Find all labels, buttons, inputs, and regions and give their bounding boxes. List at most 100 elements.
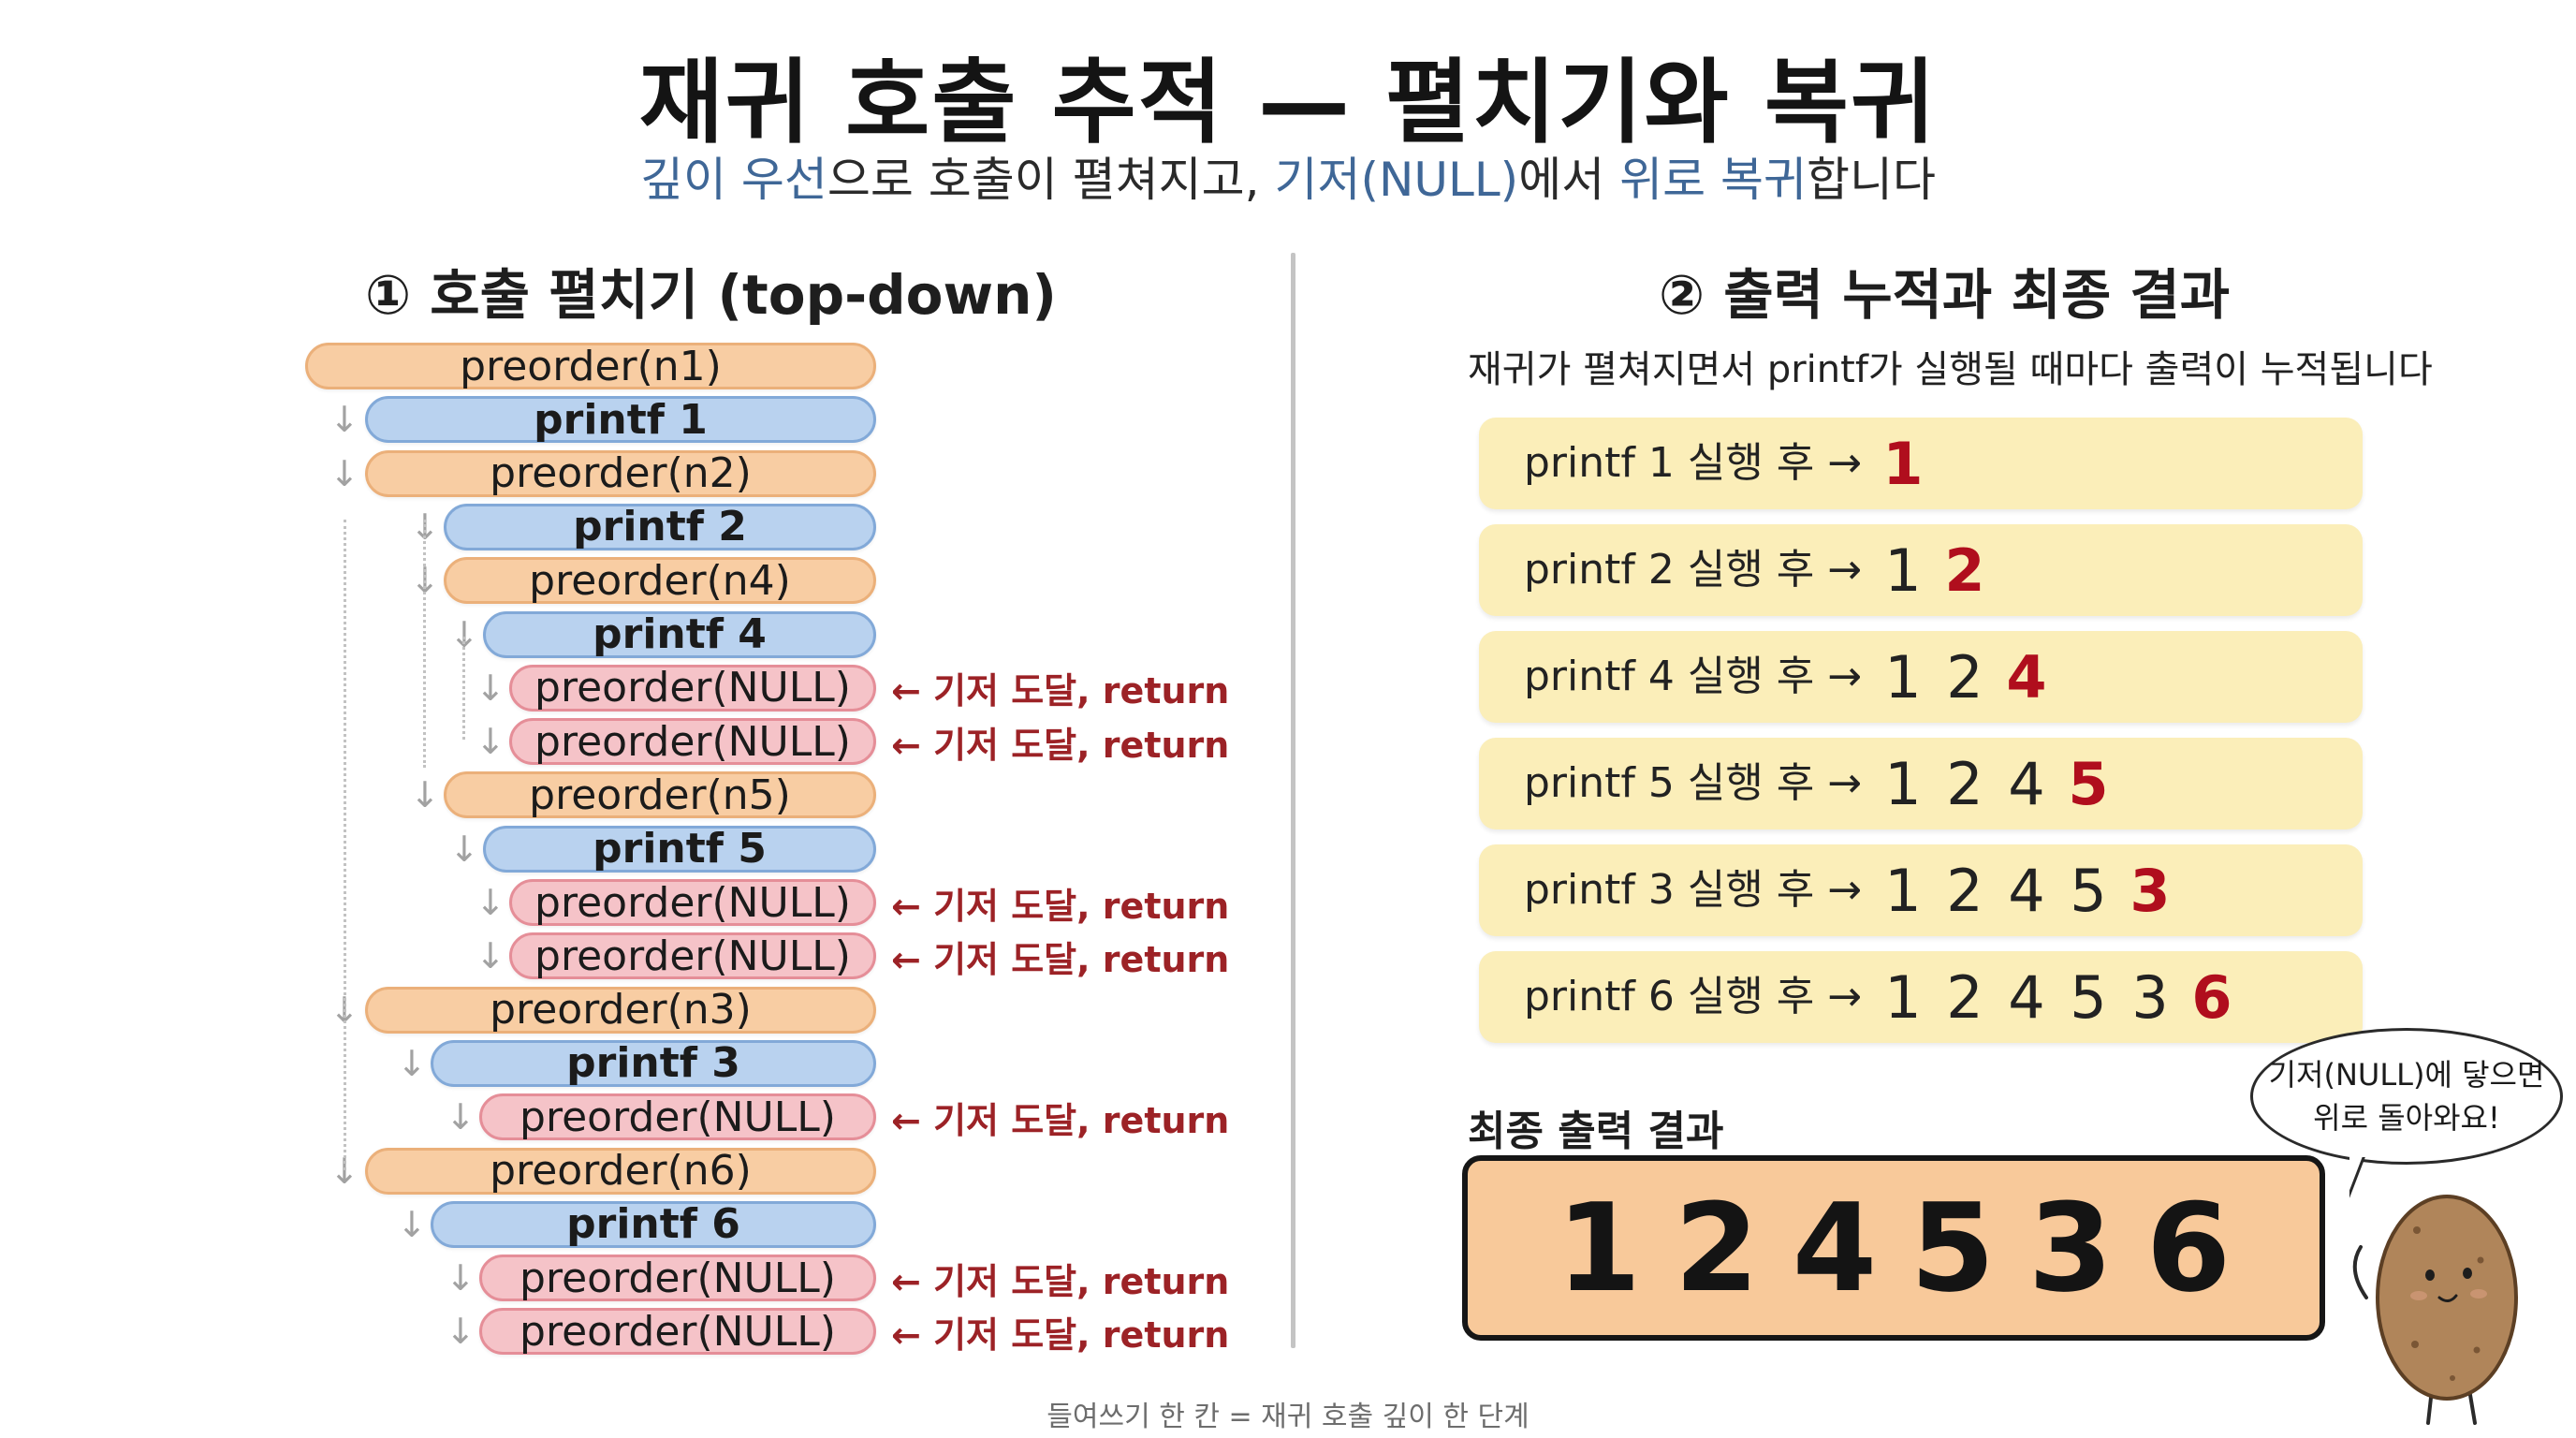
call-node-print: printf 2: [444, 503, 876, 550]
depth-guide-line: [344, 520, 346, 1170]
potato-mascot-icon: [2349, 1157, 2518, 1425]
output-digit: 1: [1884, 749, 1922, 818]
down-arrow-icon: ↓: [449, 828, 479, 870]
base-case-note: ← 기저 도달, return: [891, 670, 1230, 712]
call-node-call: preorder(n4): [444, 557, 876, 605]
depth-guide-line: [462, 637, 465, 740]
output-digit: 1: [1884, 856, 1922, 925]
output-step-row: printf 1 실행 후 → 1: [1479, 418, 2363, 509]
down-arrow-icon: ↓: [476, 935, 505, 977]
speech-bubble-line-1: 기저(NULL)에 닿으면: [2268, 1057, 2545, 1093]
section-title-call-tree: ① 호출 펼치기 (top-down): [365, 263, 1057, 327]
down-arrow-icon: ↓: [329, 452, 359, 494]
call-node-print: printf 3: [431, 1039, 876, 1087]
call-node-call: preorder(n3): [365, 986, 876, 1034]
call-node-base: preorder(NULL): [479, 1308, 876, 1356]
down-arrow-icon: ↓: [476, 667, 505, 709]
output-digit: 2: [1946, 962, 1983, 1032]
base-case-note: ← 기저 도달, return: [891, 1260, 1230, 1302]
output-step-label: printf 1 실행 후 →: [1524, 439, 1863, 487]
final-output-label: 최종 출력 결과: [1468, 1108, 1724, 1155]
speech-bubble: 기저(NULL)에 닿으면 위로 돌아와요!: [2250, 1028, 2563, 1165]
output-digit: 5: [2070, 962, 2107, 1032]
down-arrow-icon: ↓: [329, 399, 359, 441]
output-digit: 1: [1884, 962, 1922, 1032]
output-step-label: printf 3 실행 후 →: [1524, 866, 1863, 914]
down-arrow-icon: ↓: [446, 1096, 476, 1138]
call-node-base: preorder(NULL): [509, 664, 876, 712]
base-case-note: ← 기저 도달, return: [891, 724, 1230, 766]
output-step-label: printf 6 실행 후 →: [1524, 973, 1863, 1020]
down-arrow-icon: ↓: [446, 1311, 476, 1353]
page-subtitle: 깊이 우선으로 호출이 펼쳐지고, 기저(NULL)에서 위로 복귀합니다: [0, 142, 2576, 210]
subtitle-base-case: 기저(NULL): [1274, 153, 1519, 207]
subtitle-return-up: 위로 복귀: [1619, 153, 1808, 207]
footer-note: 들여쓰기 한 칸 = 재귀 호출 깊이 한 단계: [1046, 1401, 1530, 1433]
output-description: 재귀가 펼쳐지면서 printf가 실행될 때마다 출력이 누적됩니다: [1468, 348, 2433, 391]
potato-leg-right: [2467, 1387, 2477, 1425]
base-case-note: ← 기저 도달, return: [891, 1313, 1230, 1356]
output-digit-new: 1: [1882, 429, 1924, 498]
output-digit-new: 5: [2068, 749, 2109, 818]
output-digit: 2: [1946, 749, 1983, 818]
potato-eye-right: [2463, 1268, 2472, 1279]
potato-arm: [2352, 1245, 2368, 1299]
call-node-call: preorder(n2): [365, 449, 876, 497]
potato-body: [2376, 1195, 2518, 1401]
final-output-digit: 4: [1792, 1177, 1878, 1319]
call-node-base: preorder(NULL): [479, 1255, 876, 1302]
output-digit-new: 3: [2130, 856, 2171, 925]
final-output-digit: 1: [1556, 1177, 1642, 1319]
call-node-base: preorder(NULL): [479, 1093, 876, 1141]
output-digit: 4: [2008, 749, 2045, 818]
call-node-call: preorder(n1): [305, 343, 876, 390]
output-step-label: printf 5 실행 후 →: [1524, 759, 1863, 807]
potato-eye-left: [2425, 1269, 2435, 1281]
final-output-digit: 2: [1674, 1177, 1760, 1319]
speech-bubble-tail: [2349, 1157, 2365, 1198]
potato-mouth: [2437, 1294, 2458, 1302]
call-node-print: printf 6: [431, 1200, 876, 1248]
call-node-call: preorder(n5): [444, 771, 876, 819]
subtitle-depth-first: 깊이 우선: [639, 153, 827, 207]
down-arrow-icon: ↓: [410, 774, 440, 816]
call-node-base: preorder(NULL): [509, 932, 876, 980]
output-digit-new: 2: [1944, 536, 1985, 605]
base-case-note: ← 기저 도달, return: [891, 885, 1230, 927]
subtitle-text-1: 으로 호출이 펼쳐지고,: [827, 153, 1275, 207]
subtitle-text-2: 에서: [1518, 153, 1620, 207]
call-node-print: printf 1: [365, 396, 876, 444]
output-digit: 3: [2131, 962, 2169, 1032]
base-case-note: ← 기저 도달, return: [891, 938, 1230, 980]
speech-bubble-line-2: 위로 돌아와요!: [2313, 1100, 2500, 1136]
output-digit: 5: [2070, 856, 2107, 925]
down-arrow-icon: ↓: [476, 882, 505, 923]
output-step-label: printf 2 실행 후 →: [1524, 546, 1863, 594]
output-step-digits: 1: [1872, 418, 1934, 509]
depth-guide-line: [423, 520, 426, 768]
output-digit: 2: [1946, 856, 1983, 925]
down-arrow-icon: ↓: [397, 1203, 427, 1245]
call-node-base: preorder(NULL): [509, 879, 876, 927]
call-node-print: printf 5: [483, 825, 876, 873]
output-digit-new: 6: [2191, 962, 2232, 1032]
final-output-digit: 5: [1910, 1177, 1996, 1319]
final-output-digit: 3: [2027, 1177, 2114, 1319]
down-arrow-icon: ↓: [476, 721, 505, 763]
subtitle-text-3: 합니다: [1807, 153, 1937, 207]
output-digit: 4: [2008, 856, 2045, 925]
section-divider: [1291, 253, 1295, 1348]
output-step-label: printf 4 실행 후 →: [1524, 653, 1863, 700]
base-case-note: ← 기저 도달, return: [891, 1099, 1230, 1141]
call-node-base: preorder(NULL): [509, 718, 876, 766]
page-title: 재귀 호출 추적 — 펼치기와 복귀: [638, 50, 1938, 156]
